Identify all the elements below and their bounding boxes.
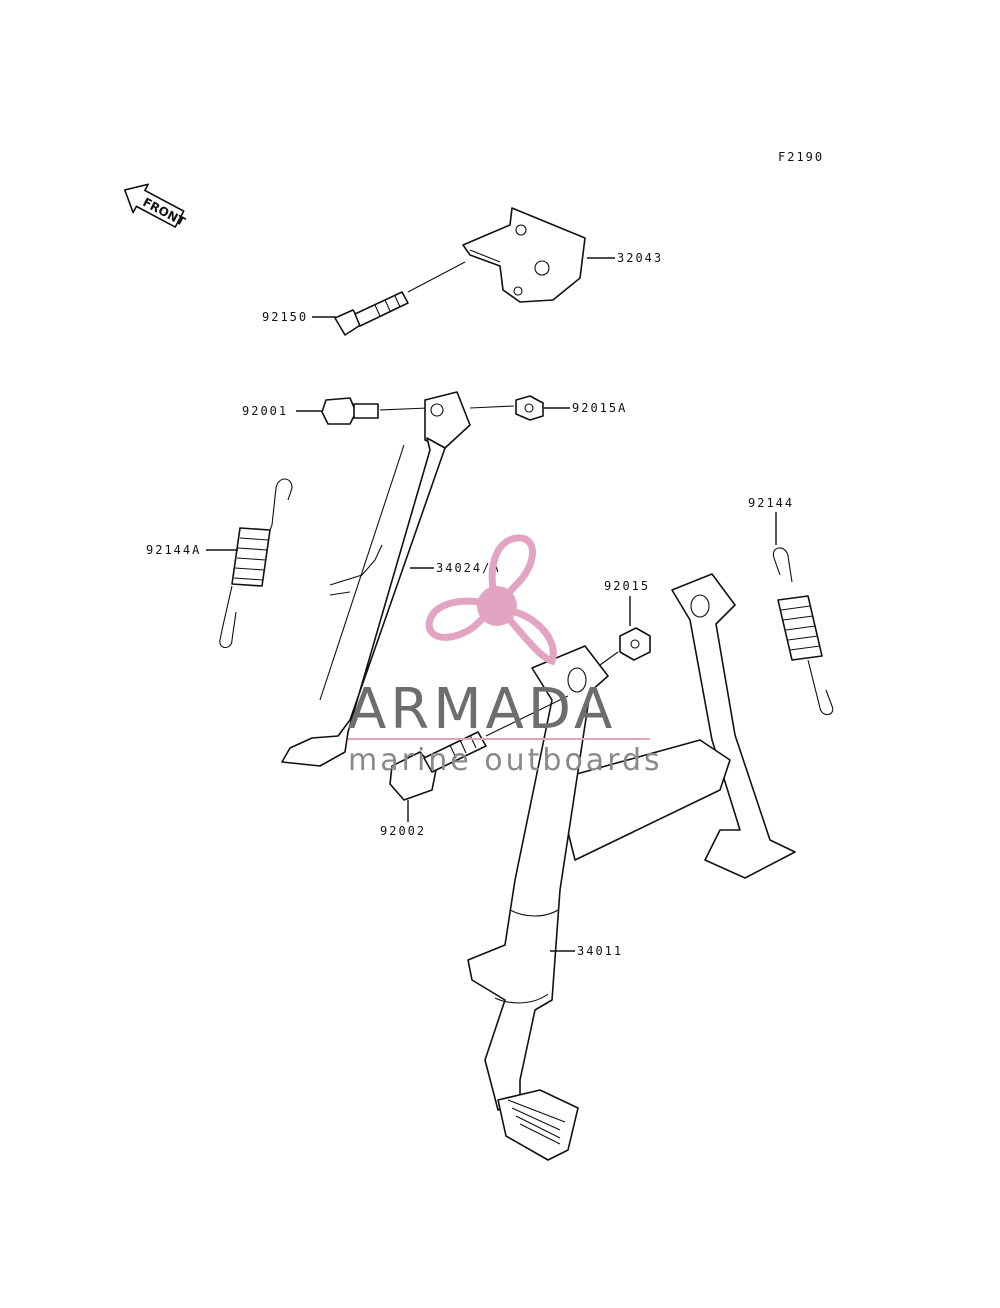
- part-32043-bracket: [462, 207, 586, 303]
- part-92150-bolt: [334, 291, 409, 336]
- label-92015a: 92015A: [572, 401, 627, 415]
- propeller-logo-icon: [425, 534, 557, 666]
- part-92144-spring: [772, 547, 834, 716]
- part-92001-bolt: [321, 397, 379, 425]
- label-34011: 34011: [577, 944, 623, 958]
- axis-92002: [485, 695, 569, 737]
- front-arrow-icon: FRONT: [123, 183, 188, 229]
- label-92002: 92002: [380, 824, 426, 838]
- part-34024-side-stand: [281, 391, 471, 767]
- label-32043: 32043: [617, 251, 663, 265]
- part-92002-bolt: [389, 731, 487, 801]
- part-92015-nut: [619, 627, 651, 661]
- axis-92015a: [469, 405, 515, 409]
- label-92015: 92015: [604, 579, 650, 593]
- axis-92150: [407, 261, 466, 293]
- label-92150: 92150: [262, 310, 308, 324]
- part-92144a-spring: [219, 478, 293, 649]
- axis-92001: [379, 407, 429, 411]
- axis-92015: [599, 651, 619, 666]
- label-34024: 34024/A: [436, 561, 501, 575]
- watermark-brand: ARMADA: [348, 677, 616, 742]
- part-34011-main-stand: [467, 573, 796, 1161]
- watermark: ARMADA marine outboards: [348, 534, 663, 778]
- label-92144a: 92144A: [146, 543, 201, 557]
- label-92144: 92144: [748, 496, 794, 510]
- figure-code: F2190: [778, 150, 824, 164]
- watermark-tagline: marine outboards: [348, 743, 663, 778]
- part-92015a-nut: [515, 395, 544, 421]
- label-92001: 92001: [242, 404, 288, 418]
